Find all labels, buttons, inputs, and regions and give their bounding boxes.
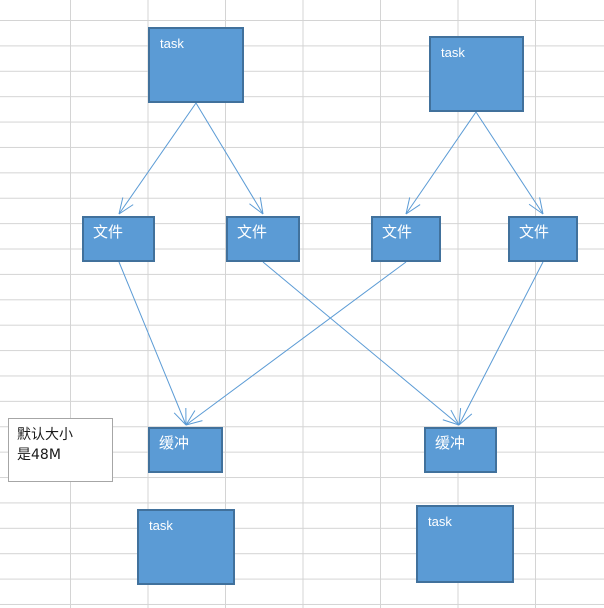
node-file-2[interactable]: 文件 <box>226 216 300 262</box>
arrowhead-barb <box>528 203 544 215</box>
arrowhead-barb <box>405 204 421 215</box>
node-task-top-left[interactable]: task <box>148 27 244 103</box>
arrowhead-barb <box>185 410 196 426</box>
node-buffer-right[interactable]: 缓冲 <box>424 427 497 473</box>
node-task-top-right[interactable]: task <box>429 36 524 112</box>
edge-line <box>195 102 264 215</box>
node-label: task <box>441 45 465 60</box>
node-label: 文件 <box>382 224 413 241</box>
arrowhead-barb <box>185 420 203 426</box>
node-file-4[interactable]: 文件 <box>508 216 578 262</box>
arrowhead-barb <box>173 412 187 426</box>
arrowhead-barb <box>405 197 411 215</box>
edge-task-right-to-file-4 <box>475 111 544 215</box>
node-file-3[interactable]: 文件 <box>371 216 441 262</box>
note-line: 默认大小 <box>17 427 73 443</box>
arrowhead-barb <box>259 197 264 215</box>
note-line: 是48M <box>17 447 61 463</box>
node-label: task <box>160 36 184 51</box>
node-task-bottom-left[interactable]: task <box>137 509 235 585</box>
arrowhead-barb <box>118 204 134 215</box>
arrowhead-barb <box>458 408 462 426</box>
node-file-1[interactable]: 文件 <box>82 216 155 262</box>
note-default-size: 默认大小是48M <box>8 418 113 482</box>
node-label: 文件 <box>519 224 550 241</box>
edge-line <box>458 261 544 426</box>
edge-file-2-to-buffer-right <box>262 261 460 426</box>
node-buffer-left[interactable]: 缓冲 <box>148 427 223 473</box>
node-label: 缓冲 <box>435 435 466 452</box>
edge-line <box>475 111 544 215</box>
edge-line <box>118 102 197 215</box>
node-label: 缓冲 <box>159 435 190 452</box>
edge-line <box>185 261 407 426</box>
node-label: task <box>428 514 452 529</box>
arrowhead-barb <box>442 419 460 426</box>
edge-file-3-to-buffer-left <box>185 261 407 426</box>
node-label: 文件 <box>93 224 124 241</box>
arrowhead-barb <box>458 413 473 426</box>
edge-line <box>405 111 477 215</box>
edge-file-1-to-buffer-left <box>118 261 187 426</box>
node-task-bottom-right[interactable]: task <box>416 505 514 583</box>
node-label: 文件 <box>237 224 268 241</box>
edge-line <box>118 261 187 426</box>
edge-file-4-to-buffer-right <box>458 261 544 426</box>
edge-line <box>262 261 460 426</box>
edge-task-left-to-file-2 <box>195 102 264 215</box>
edge-task-right-to-file-3 <box>405 111 477 215</box>
arrowhead-barb <box>450 409 460 426</box>
arrowhead-barb <box>249 203 264 215</box>
arrowhead-barb <box>118 197 124 215</box>
node-label: task <box>149 518 173 533</box>
arrowhead-barb <box>539 197 544 215</box>
edge-task-left-to-file-1 <box>118 102 197 215</box>
